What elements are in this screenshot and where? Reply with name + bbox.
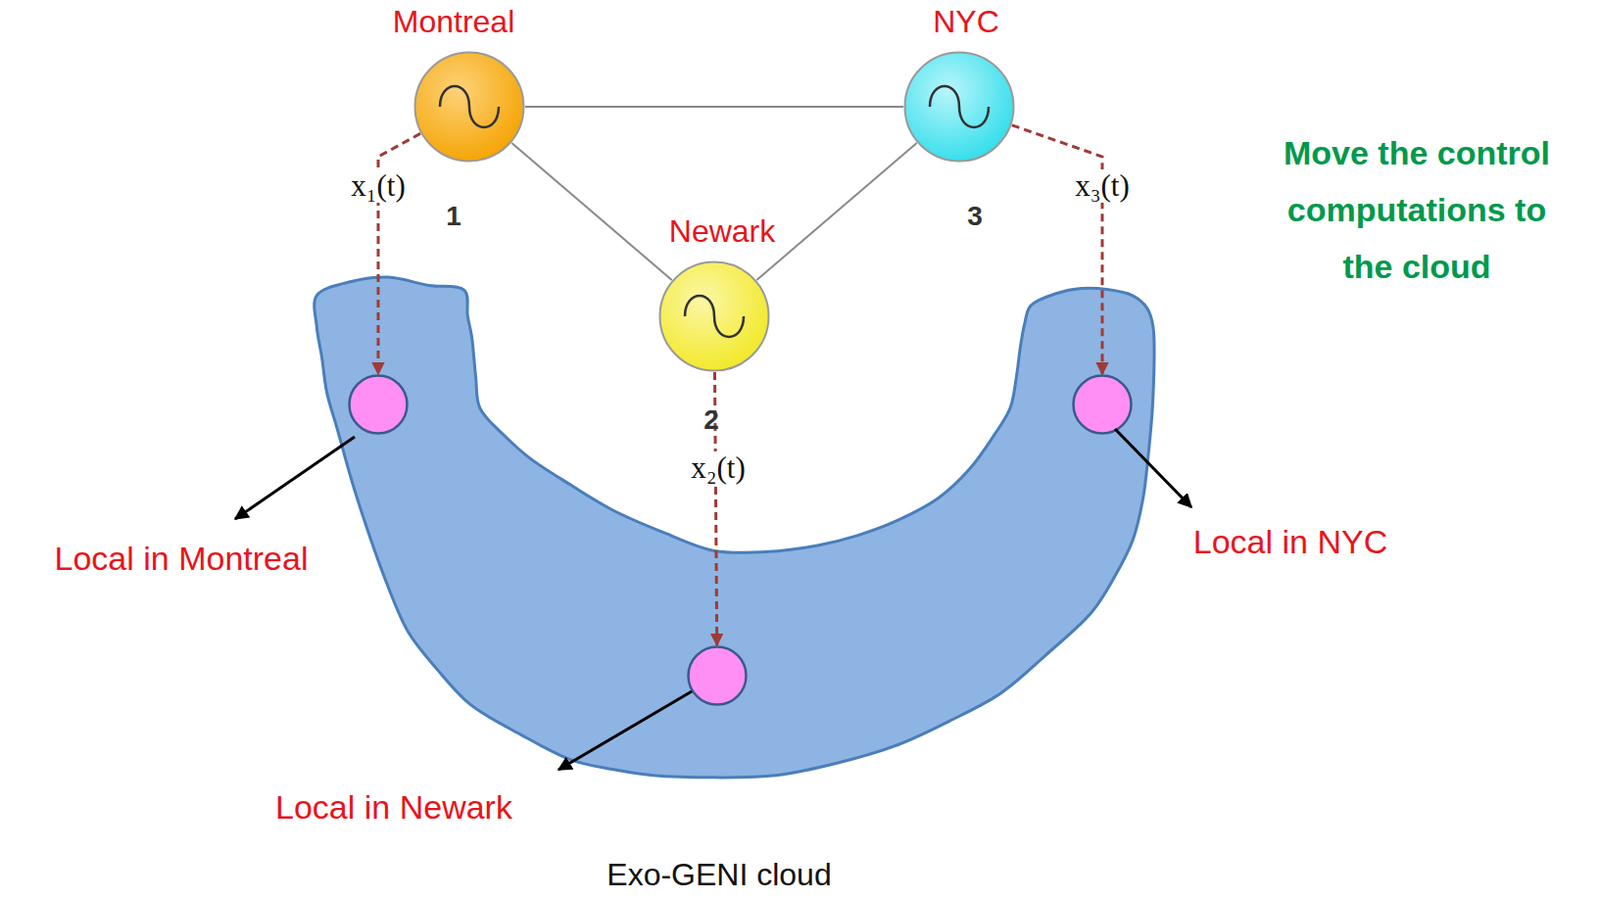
generator-bus: NYC3 (903, 50, 1016, 163)
pink-shape (686, 645, 748, 707)
controller-circle (688, 647, 747, 706)
bus-number: 2 (703, 405, 720, 437)
measurement-arrow (378, 133, 421, 375)
local-controller-label: Local in NYC (1193, 524, 1388, 561)
measurement-arrow (1012, 125, 1103, 375)
generator-bus: Montreal1 (413, 50, 526, 163)
transmission-line (511, 143, 672, 281)
pink-shape (1071, 374, 1133, 436)
bus-number: 1 (445, 201, 462, 233)
leader-line (1115, 429, 1192, 508)
generator-bus: Newark2 (658, 260, 771, 373)
city-name: Montreal (392, 4, 516, 40)
transmission-line (525, 105, 904, 108)
cloud-outline (314, 277, 1155, 778)
cloud-caption: Exo-GENI cloud (606, 858, 831, 893)
sine-symbol (684, 295, 744, 338)
signal-label: x₁(t) (346, 169, 410, 203)
leader-line (235, 436, 355, 520)
local-controller: Local in Newark (686, 645, 748, 707)
cloud-shape (311, 275, 1159, 781)
pink-shape (347, 374, 409, 436)
city-name: Newark (669, 214, 776, 249)
gen-shape (658, 260, 771, 373)
note-text: Move the control computations to the clo… (1274, 125, 1559, 295)
signal-label: x₂(t) (686, 451, 750, 485)
controller-circle (1073, 376, 1132, 435)
cloud-region: Exo-GENI cloudLocal in MontrealLocal in … (311, 275, 1159, 781)
leader-line (558, 691, 692, 771)
gen-shape (903, 50, 1016, 163)
gen-shape (413, 50, 526, 163)
local-controller-label: Local in Montreal (54, 540, 309, 578)
transmission-line (756, 143, 917, 281)
measurement-arrow (714, 372, 717, 646)
controller-circle (349, 376, 408, 435)
generator-circle (415, 52, 525, 162)
sine-symbol (439, 86, 499, 128)
signal-label: x₃(t) (1070, 169, 1134, 203)
local-controller: Local in NYC (1071, 374, 1133, 436)
local-controller: Local in Montreal (347, 374, 409, 436)
bus-number: 3 (967, 201, 983, 233)
sine-symbol (929, 86, 989, 128)
local-controller-label: Local in Newark (275, 789, 513, 826)
generator-circle (660, 262, 770, 372)
city-name: NYC (932, 4, 1000, 40)
generator-circle (905, 52, 1015, 162)
